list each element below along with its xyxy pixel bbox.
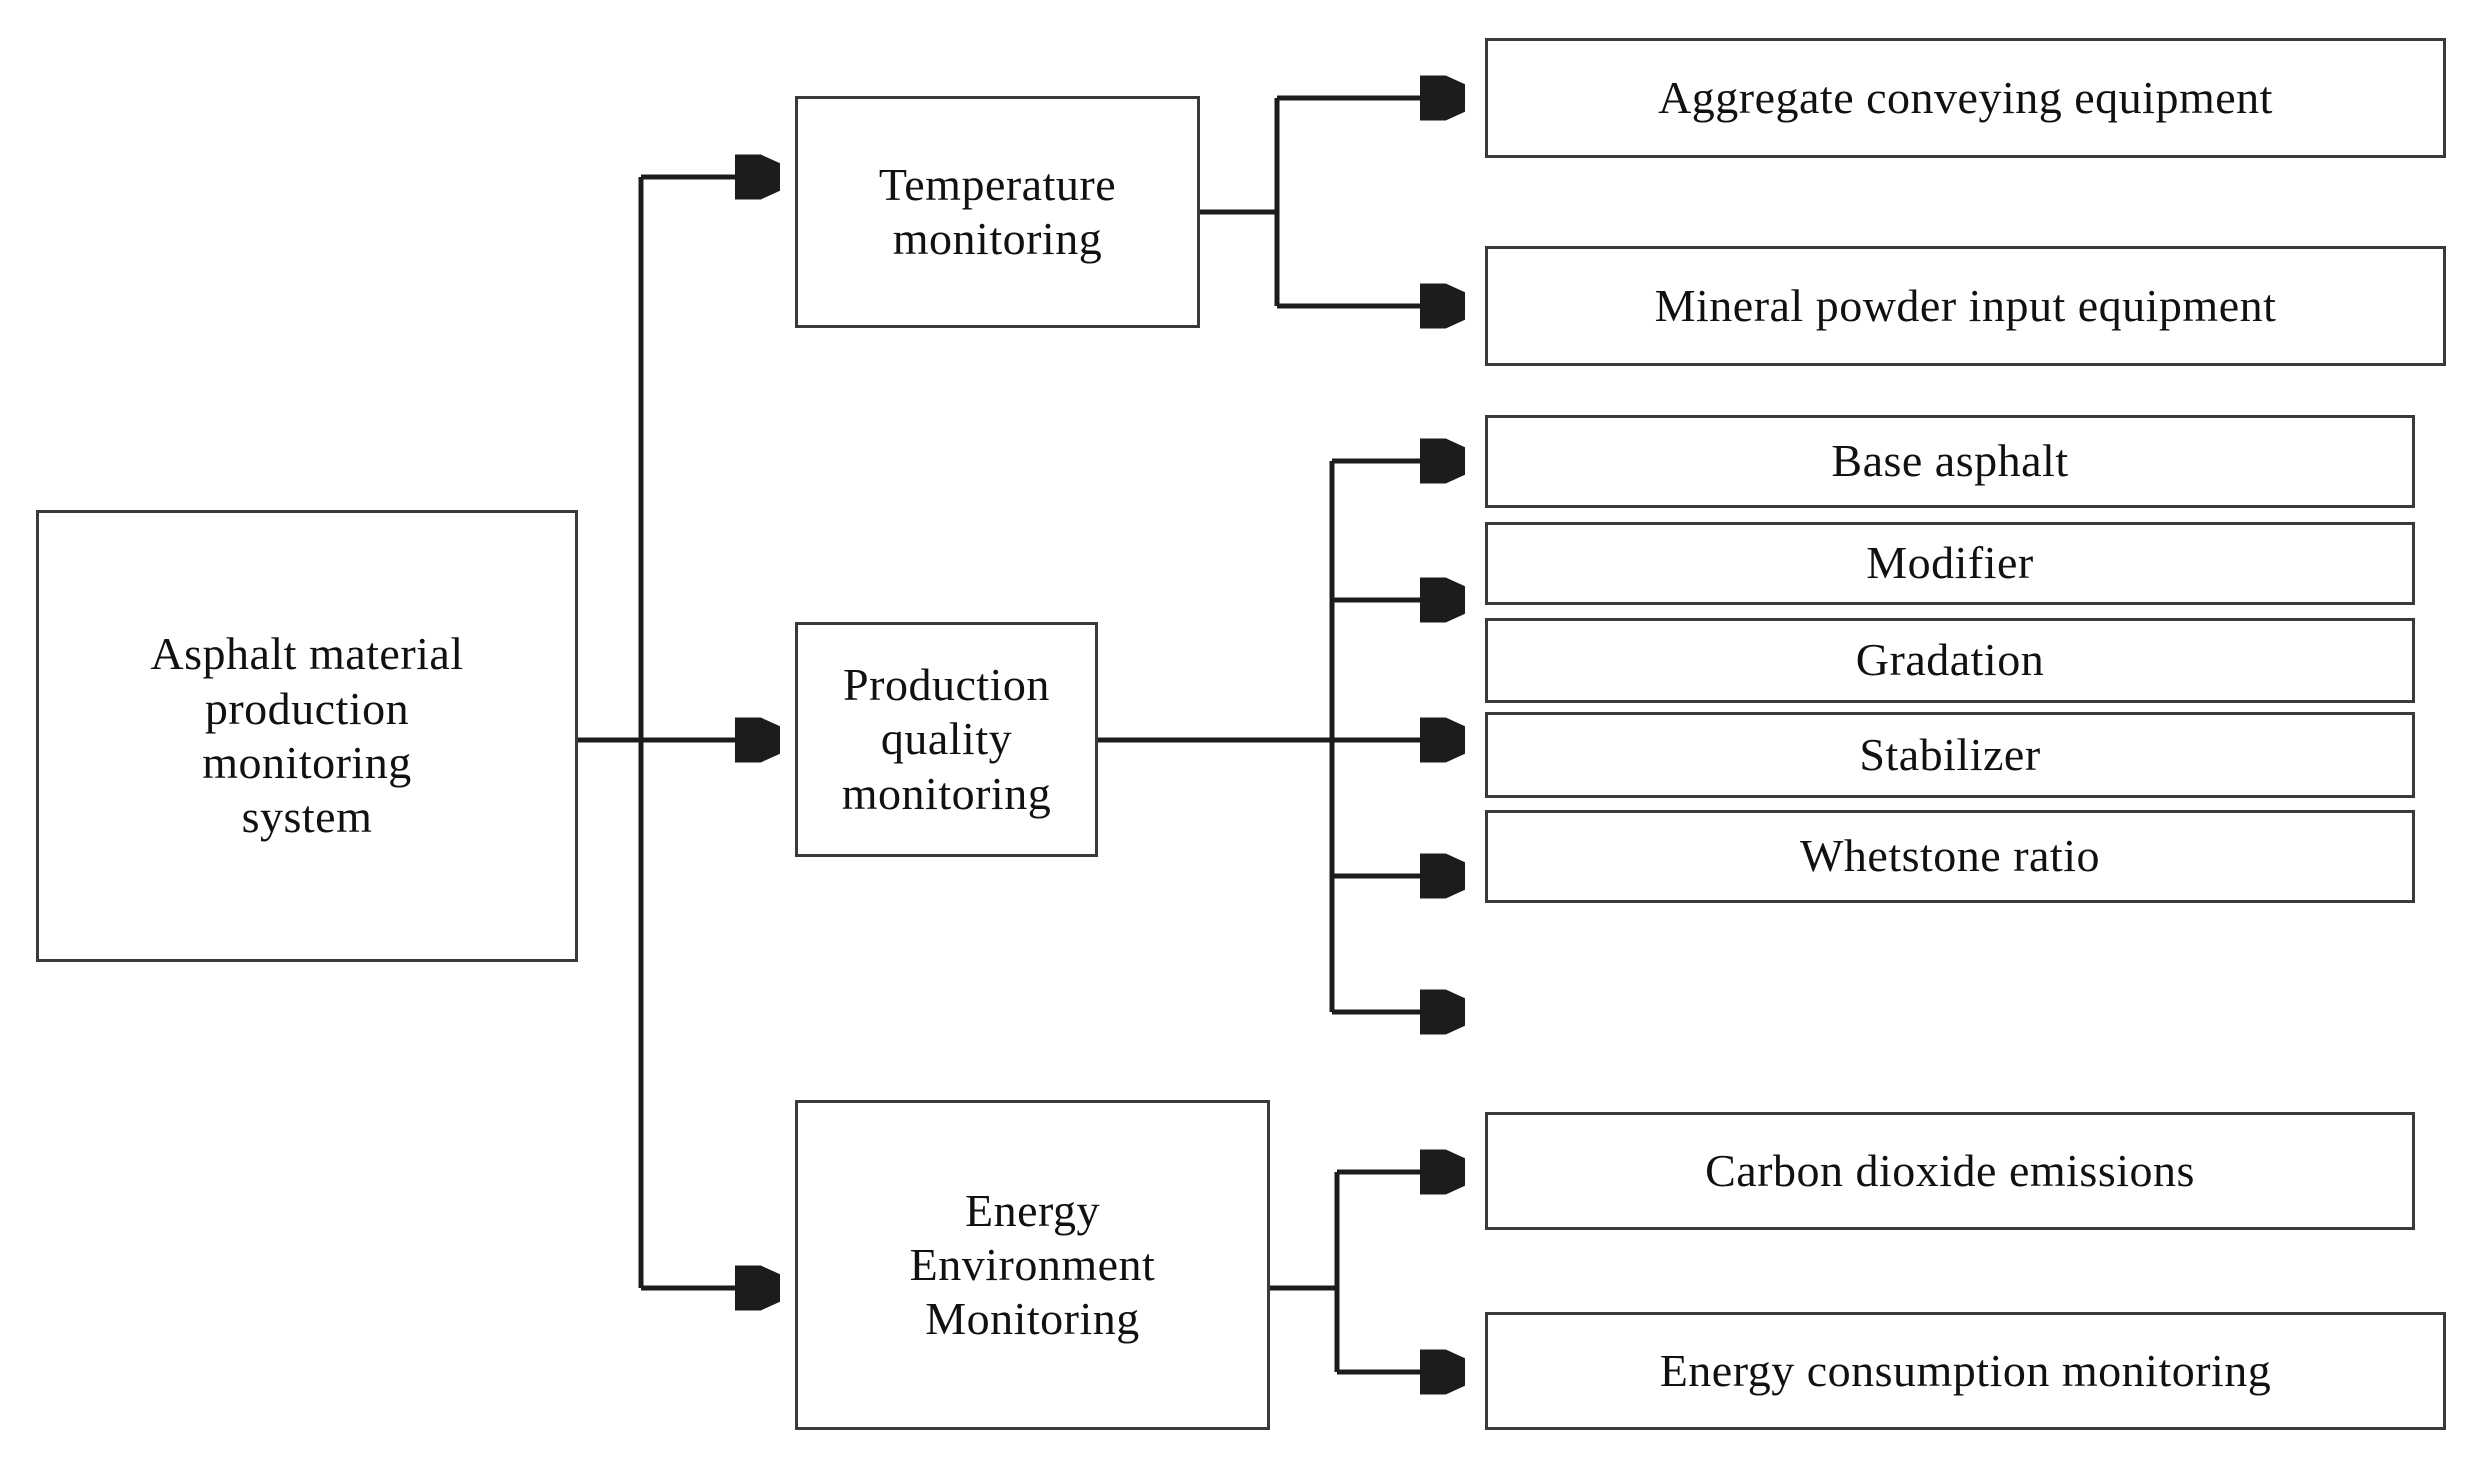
node-root-asphalt-material-production-monitoring-system[interactable]: Asphalt material production monitoring s… <box>36 510 578 962</box>
leaf-gradation[interactable]: Gradation <box>1485 618 2415 703</box>
leaf-whetstone-ratio[interactable]: Whetstone ratio <box>1485 810 2415 903</box>
leaf-mineral-powder-input-equipment[interactable]: Mineral powder input equipment <box>1485 246 2446 366</box>
leaf-modifier[interactable]: Modifier <box>1485 522 2415 605</box>
leaf-aggregate-conveying-equipment[interactable]: Aggregate conveying equipment <box>1485 38 2446 158</box>
leaf-base-asphalt[interactable]: Base asphalt <box>1485 415 2415 508</box>
leaf-stabilizer[interactable]: Stabilizer <box>1485 712 2415 798</box>
node-temperature-monitoring[interactable]: Temperature monitoring <box>795 96 1200 328</box>
leaf-carbon-dioxide-emissions[interactable]: Carbon dioxide emissions <box>1485 1112 2415 1230</box>
node-energy-environment-monitoring[interactable]: Energy Environment Monitoring <box>795 1100 1270 1430</box>
node-production-quality-monitoring[interactable]: Production quality monitoring <box>795 622 1098 857</box>
leaf-energy-consumption-monitoring[interactable]: Energy consumption monitoring <box>1485 1312 2446 1430</box>
